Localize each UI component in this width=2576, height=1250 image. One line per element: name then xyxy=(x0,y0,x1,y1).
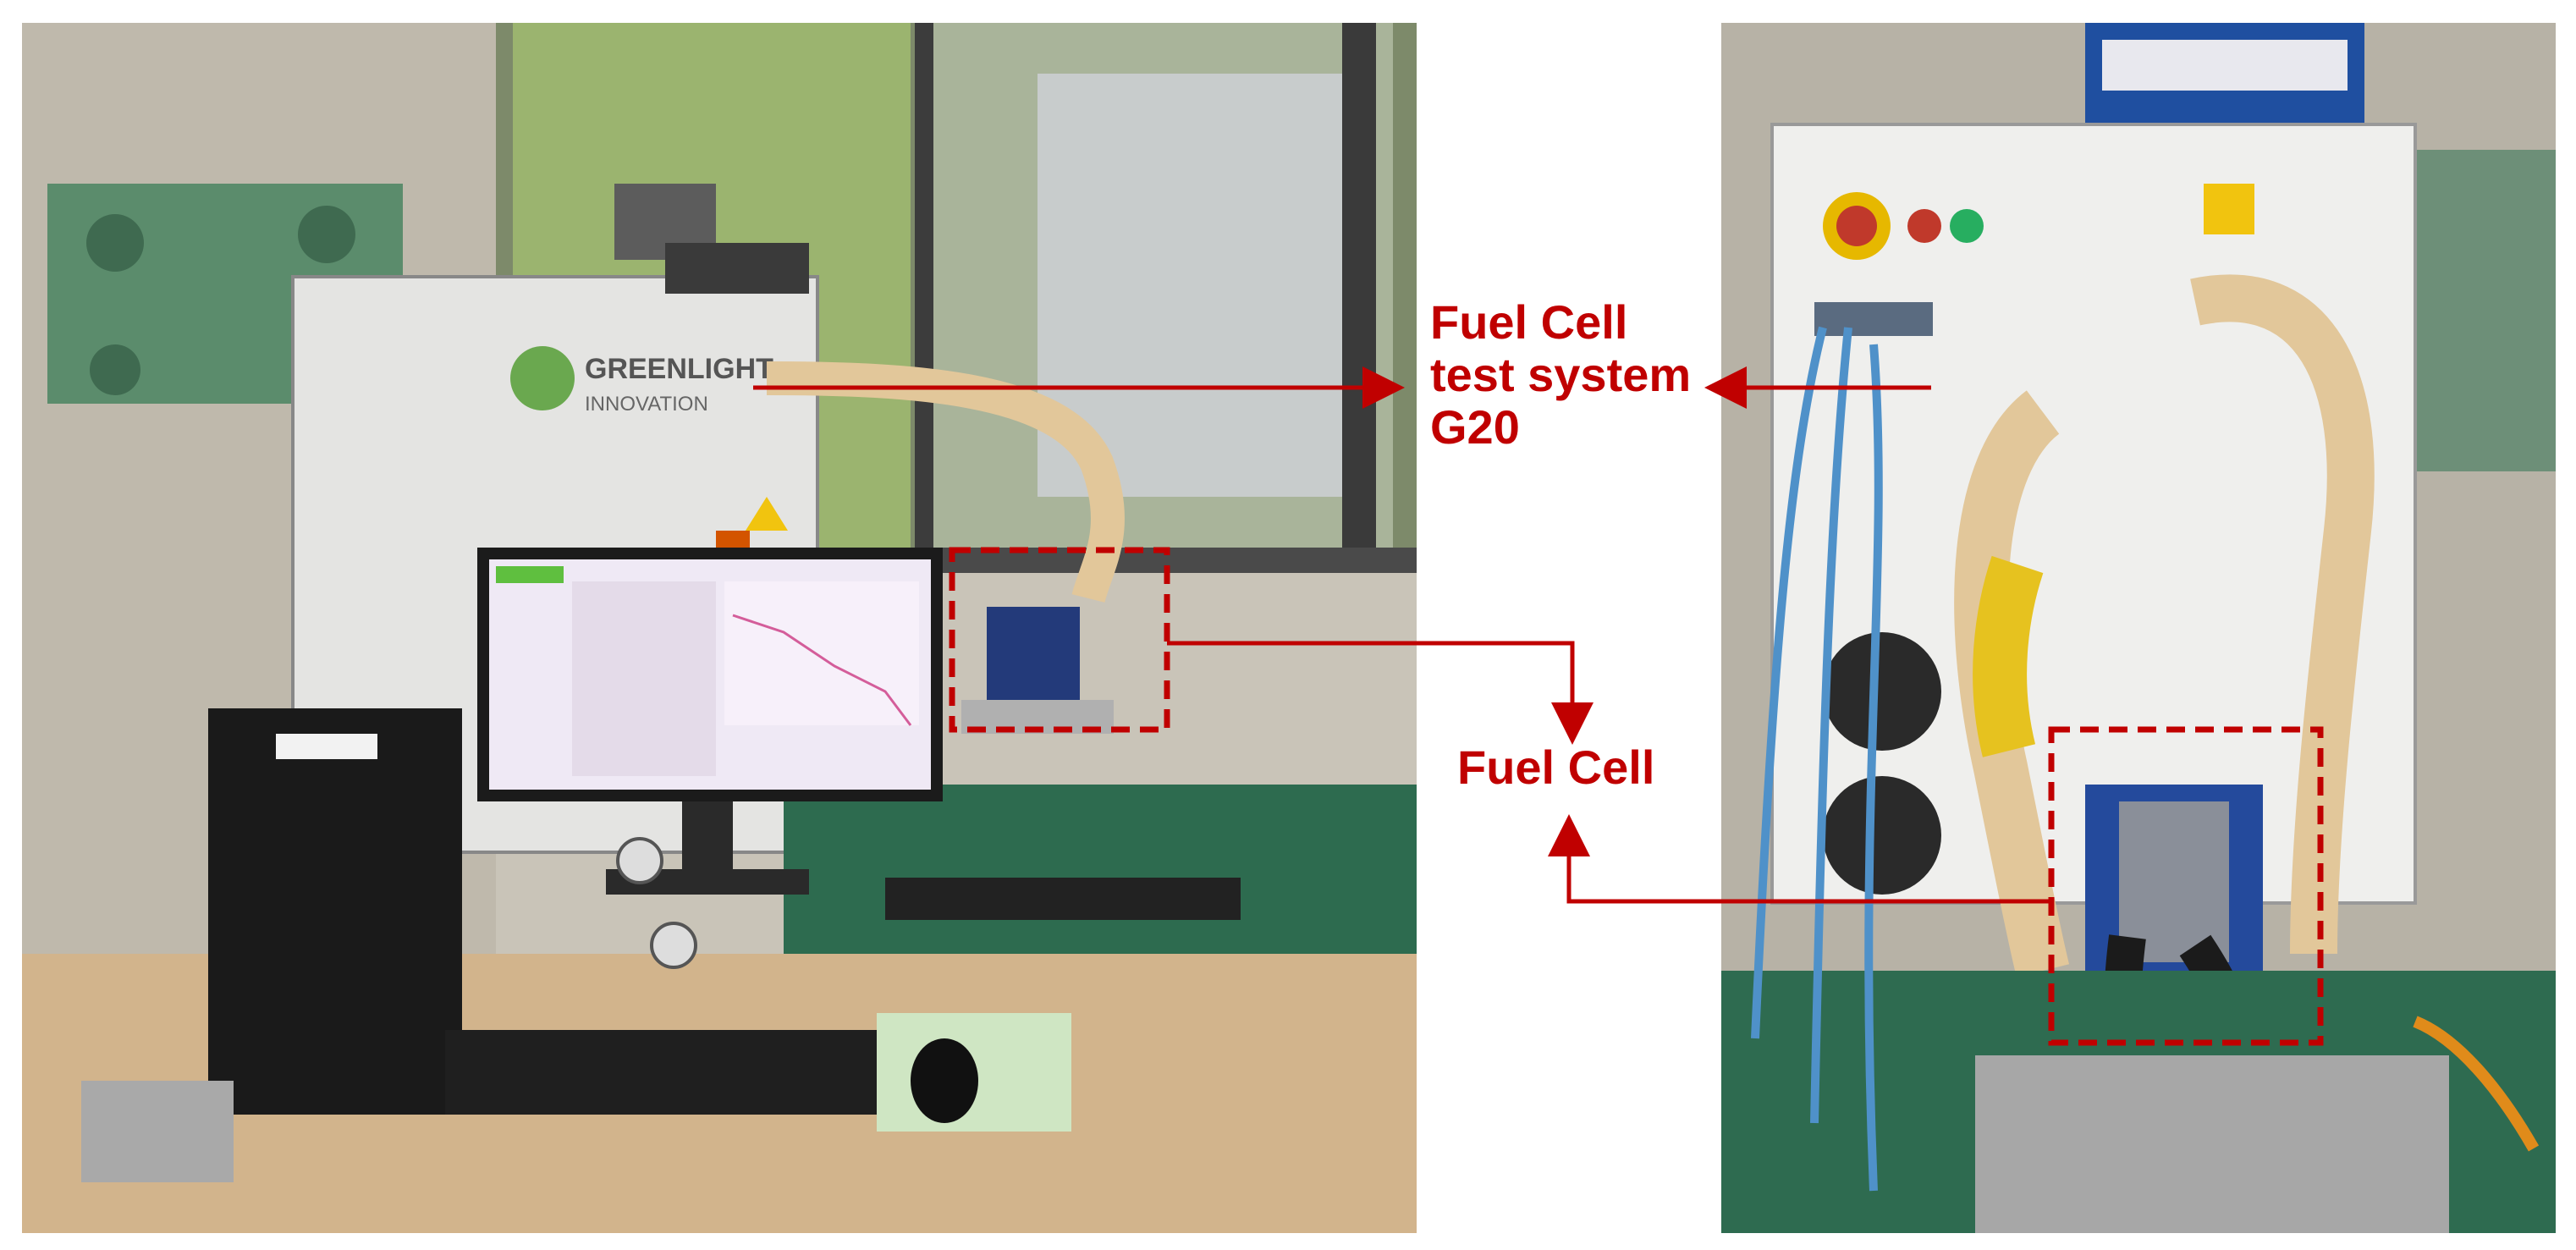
system-label-line-3: G20 xyxy=(1430,400,1520,454)
left-photo: GREENLIGHT INNOVATION xyxy=(22,23,1417,1233)
right-photo xyxy=(1721,23,2556,1233)
svg-text:INNOVATION: INNOVATION xyxy=(585,393,708,416)
svg-text:GREENLIGHT: GREENLIGHT xyxy=(585,353,773,385)
system-label-line-1: Fuel Cell xyxy=(1430,295,1628,349)
system-label-line-2: test system xyxy=(1430,348,1692,401)
right-photo-illustration xyxy=(1721,23,2556,1233)
left-photo-illustration: GREENLIGHT INNOVATION xyxy=(22,23,1417,1233)
cell-label: Fuel Cell xyxy=(1457,741,1655,794)
system-label: Fuel Cell test system G20 xyxy=(1430,296,1691,454)
